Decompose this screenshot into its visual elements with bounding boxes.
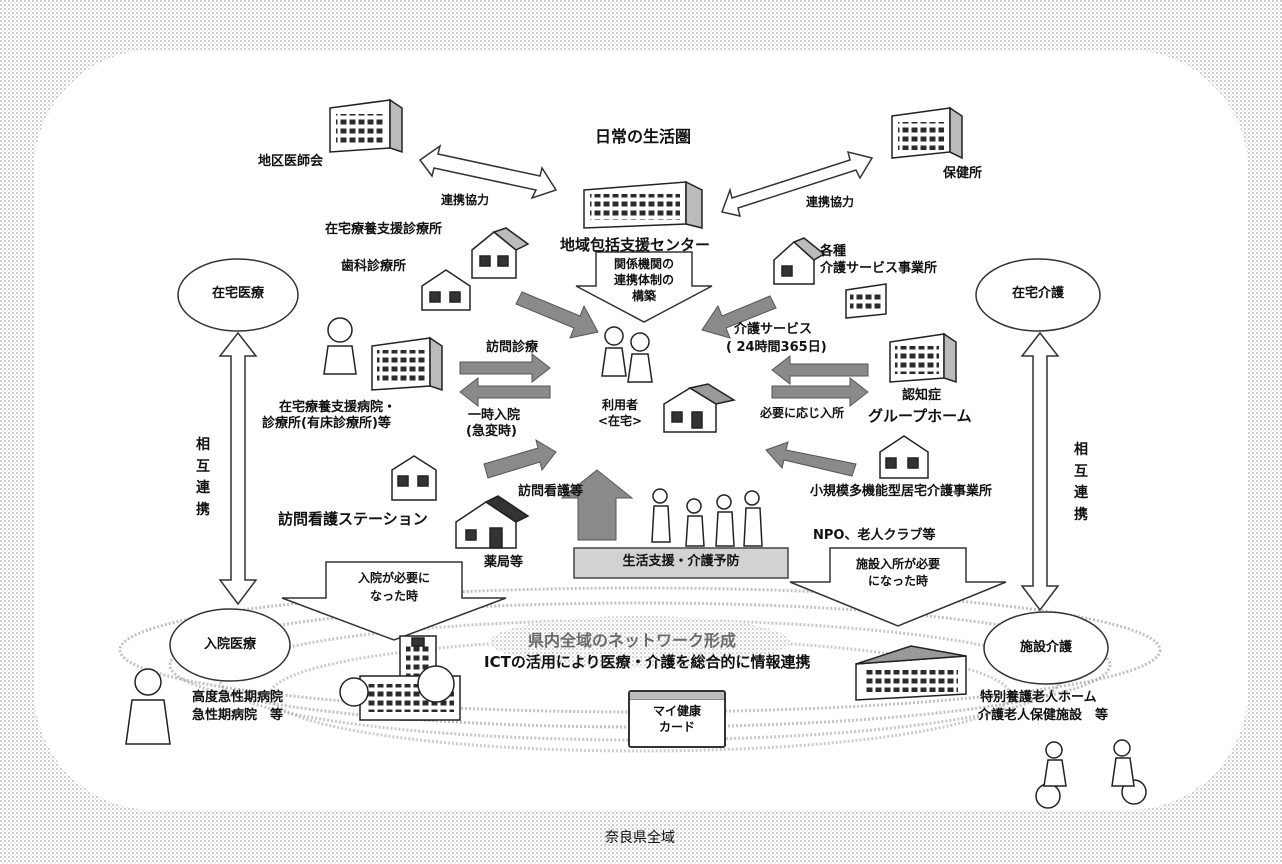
card-label: マイ健康 カード — [630, 704, 724, 735]
oval-inpatient: 入院医療 — [203, 637, 256, 652]
label-temp-admit-1: 一時入院 — [468, 408, 521, 423]
coop-arrows — [418, 144, 874, 217]
label-facility-needed-2: になった時 — [867, 574, 928, 588]
label-care-service-1: 介護サービス — [734, 322, 813, 337]
hub-note-3: 構築 — [631, 289, 656, 303]
mutual-arrows — [218, 331, 1060, 612]
label-admit-needed-2: なった時 — [369, 589, 418, 603]
label-small-multi: 小規模多機能型居宅介護事業所 — [810, 484, 993, 499]
label-coop-right: 連携協力 — [806, 195, 855, 209]
label-visit-nursing: 訪問看護等 — [518, 484, 584, 499]
label-home-visit: 訪問診療 — [486, 340, 539, 355]
oval-facility-care: 施設介護 — [1019, 640, 1072, 655]
label-care-offices-1: 各種 — [820, 244, 847, 259]
hub-note-1: 関係機関の — [613, 257, 674, 271]
label-admit-needed-1: 入院が必要に — [357, 571, 430, 585]
grey-arrows — [459, 291, 869, 541]
label-acute-hospital-1: 高度急性期病院 — [192, 690, 284, 705]
diagram-title: 日常の生活圏 — [595, 127, 692, 146]
card-magnetic-strip — [630, 692, 724, 700]
label-facility-needed-1: 施設入所が必要 — [855, 557, 940, 571]
label-group-home-1: 認知症 — [902, 388, 942, 403]
hub-note-2: 連携体制の — [613, 273, 674, 287]
label-npo: NPO、老人クラブ等 — [813, 528, 936, 543]
oval-home-care: 在宅介護 — [1011, 286, 1064, 301]
card-label-line-2: カード — [658, 719, 695, 734]
my-health-card: マイ健康 カード — [628, 690, 726, 748]
label-care-service-2: ( 24時間365日) — [726, 340, 827, 355]
label-temp-admit-2: (急変時) — [466, 424, 517, 439]
label-pharmacy: 薬局等 — [484, 555, 524, 570]
support-bar-label: 生活支援・介護予防 — [622, 554, 740, 569]
card-label-line-1: マイ健康 — [652, 704, 701, 718]
building-icons — [329, 98, 967, 721]
label-dental-clinic: 歯科診療所 — [341, 259, 407, 274]
label-group-home-2: グループホーム — [868, 407, 972, 425]
label-user-1: 利用者 — [601, 398, 638, 412]
label-mutual-left: 相互連携 — [196, 437, 210, 519]
label-home-care-hospital-2: 診療所(有床診療所)等 — [262, 416, 391, 431]
network-line-1: 県内全域のネットワーク形成 — [528, 631, 737, 650]
region-label: 奈良県全域 — [605, 830, 675, 846]
label-nursing-home-1: 特別養護老人ホーム — [980, 690, 1097, 705]
label-acute-hospital-2: 急性期病院 等 — [192, 708, 284, 723]
label-mutual-right: 相互連携 — [1074, 442, 1088, 524]
support-bar-shape — [573, 547, 789, 579]
label-coop-left: 連携協力 — [441, 193, 490, 207]
oval-home-medical: 在宅医療 — [211, 286, 264, 301]
label-home-care-clinic: 在宅療養支援診療所 — [325, 222, 443, 237]
label-regional-center: 地域包括支援センター — [560, 236, 711, 254]
label-care-offices-2: 介護サービス事業所 — [820, 261, 938, 276]
down-funnels — [281, 547, 1007, 641]
hub-down-arrow — [575, 251, 713, 323]
label-district-medical-assoc: 地区医師会 — [258, 154, 324, 169]
ovals — [169, 258, 1109, 685]
label-health-center: 保健所 — [943, 166, 983, 181]
people-figures — [125, 317, 1147, 809]
label-admission-as-needed: 必要に応じ入所 — [760, 406, 845, 420]
label-user-2: <在宅> — [597, 414, 643, 428]
label-nursing-station: 訪問看護ステーション — [278, 510, 428, 528]
label-nursing-home-2: 介護老人保健施設 等 — [978, 708, 1109, 723]
network-line-2: ICTの活用により医療・介護を総合的に情報連携 — [484, 653, 811, 671]
label-home-care-hospital-1: 在宅療養支援病院・ — [279, 400, 397, 415]
